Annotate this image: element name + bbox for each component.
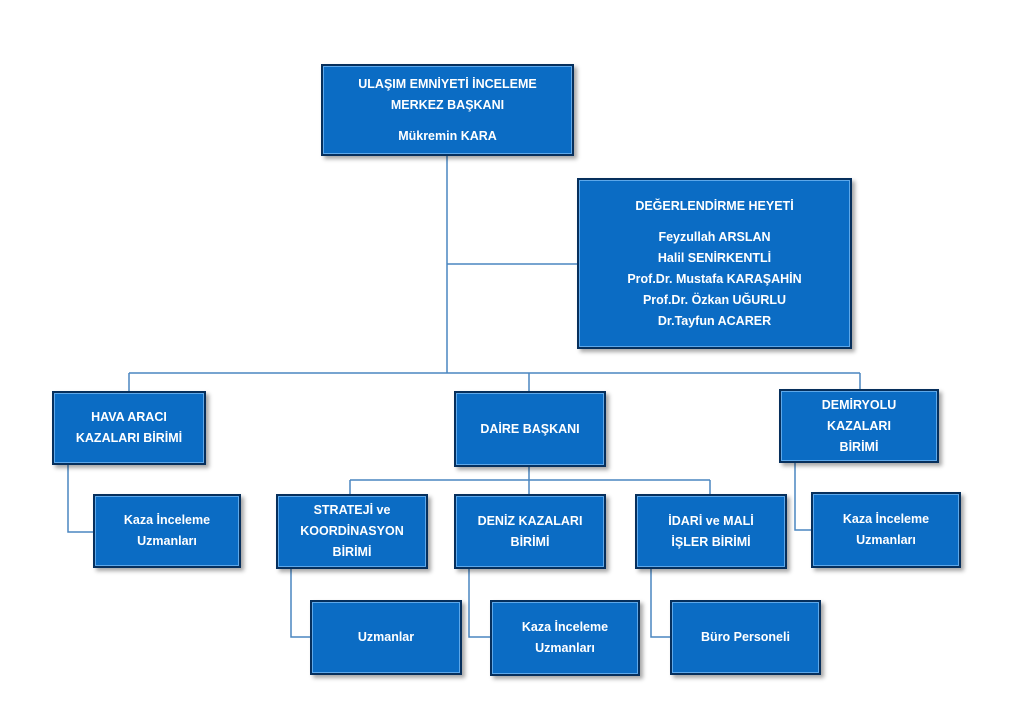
marine-unit-line2: BİRİMİ xyxy=(510,534,550,549)
connector-strategy-experts xyxy=(290,569,310,638)
strategy-unit-line1: STRATEJİ ve xyxy=(313,503,391,517)
board-member: Prof.Dr. Mustafa KARAŞAHİN xyxy=(627,271,802,286)
marine-unit-box: DENİZ KAZALARI BİRİMİ xyxy=(454,494,606,569)
connector-air-experts xyxy=(67,465,93,533)
marine-unit-line1: DENİZ KAZALARI xyxy=(477,513,583,528)
air-experts-box: Kaza İnceleme Uzmanları xyxy=(93,494,241,568)
board-member: Prof.Dr. Özkan UĞURLU xyxy=(642,292,787,307)
board-member: Dr.Tayfun ACARER xyxy=(657,313,772,328)
root-title-line1: ULAŞIM EMNİYETİ İNCELEME xyxy=(358,76,537,91)
strategy-unit-box: STRATEJİ ve KOORDİNASYON BİRİMİ xyxy=(276,494,428,569)
strategy-experts-box: Uzmanlar xyxy=(310,600,462,675)
connector-admin-office xyxy=(650,569,670,638)
air-experts-line2: Uzmanları xyxy=(137,534,197,548)
root-title-line2: MERKEZ BAŞKANI xyxy=(390,97,505,112)
root-name: Mükremin KARA xyxy=(398,128,497,143)
office-staff-label: Büro Personeli xyxy=(701,630,790,644)
strategy-unit-line3: BİRİMİ xyxy=(332,545,372,559)
marine-experts-line1: Kaza İnceleme xyxy=(521,620,609,634)
board-member: Halil SENİRKENTLİ xyxy=(657,250,772,265)
air-unit-line1: HAVA ARACI xyxy=(91,410,167,424)
admin-unit-line1: İDARİ ve MALİ xyxy=(668,513,754,528)
marine-experts-line2: Uzmanları xyxy=(535,641,595,655)
board-member: Feyzullah ARSLAN xyxy=(658,229,771,244)
rail-unit-box: DEMİRYOLU KAZALARI BİRİMİ xyxy=(779,389,939,463)
rail-unit-line2: KAZALARI xyxy=(827,418,891,433)
marine-experts-box: Kaza İnceleme Uzmanları xyxy=(490,600,640,676)
air-unit-line2: KAZALARI BİRİMİ xyxy=(75,431,183,445)
strategy-experts-label: Uzmanlar xyxy=(357,630,415,644)
root-box: ULAŞIM EMNİYETİ İNCELEME MERKEZ BAŞKANI … xyxy=(321,64,574,156)
rail-unit-line1: DEMİRYOLU xyxy=(821,397,897,412)
rail-unit-line3: BİRİMİ xyxy=(839,439,879,454)
air-unit-box: HAVA ARACI KAZALARI BİRİMİ xyxy=(52,391,206,465)
air-experts-line1: Kaza İnceleme xyxy=(123,513,211,527)
admin-unit-box: İDARİ ve MALİ İŞLER BİRİMİ xyxy=(635,494,787,569)
head-box: DAİRE BAŞKANI xyxy=(454,391,606,467)
office-staff-box: Büro Personeli xyxy=(670,600,821,675)
connector-rail-experts xyxy=(794,463,811,531)
rail-experts-line1: Kaza İnceleme xyxy=(842,512,930,526)
rail-experts-box: Kaza İnceleme Uzmanları xyxy=(811,492,961,568)
board-box: DEĞERLENDİRME HEYETİ Feyzullah ARSLAN Ha… xyxy=(577,178,852,349)
strategy-unit-line2: KOORDİNASYON xyxy=(300,524,404,538)
board-title: DEĞERLENDİRME HEYETİ xyxy=(635,198,794,213)
admin-unit-line2: İŞLER BİRİMİ xyxy=(671,534,751,549)
head-label: DAİRE BAŞKANI xyxy=(480,421,580,436)
rail-experts-line2: Uzmanları xyxy=(856,533,916,547)
connector-marine-experts xyxy=(468,569,490,638)
